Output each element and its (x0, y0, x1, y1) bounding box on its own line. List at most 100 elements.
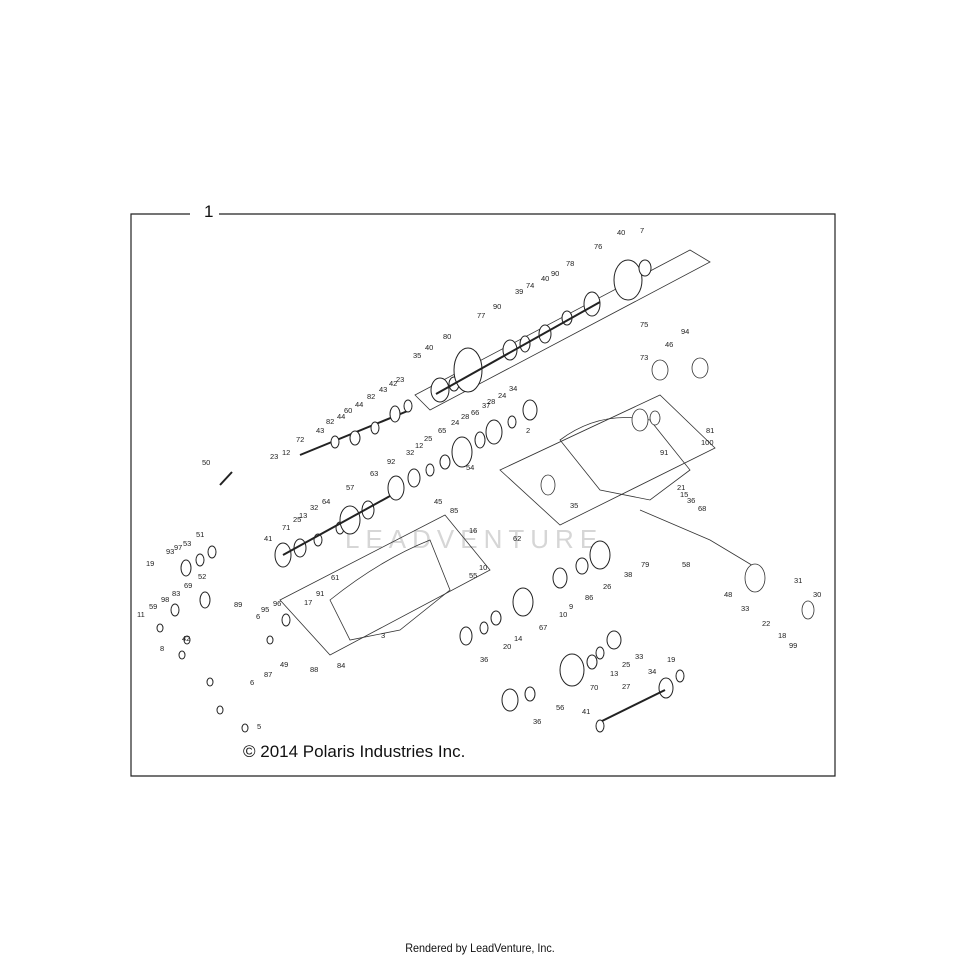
callout-label: 31 (794, 576, 802, 585)
callout-labels: 7 40 76 78 90 40 74 39 75 90 77 80 40 35… (137, 226, 821, 731)
callout-label: 52 (198, 572, 206, 581)
callout-label: 55 (469, 571, 477, 580)
callout-label: 36 (687, 496, 695, 505)
callout-label: 91 (316, 589, 324, 598)
callout-label: 15 (680, 490, 688, 499)
callout-label: 59 (149, 602, 157, 611)
callout-label: 34 (509, 384, 517, 393)
callout-label: 92 (387, 457, 395, 466)
callout-label: 12 (282, 448, 290, 457)
callout-label: 79 (641, 560, 649, 569)
callout-label: 90 (493, 302, 501, 311)
callout-label: 62 (513, 534, 521, 543)
callout-label: 85 (450, 506, 458, 515)
callout-label: 35 (570, 501, 578, 510)
callout-label: 46 (665, 340, 673, 349)
callout-label: 76 (594, 242, 602, 251)
callout-label: 44 (355, 400, 363, 409)
callout-label: 18 (778, 631, 786, 640)
callout-label: 58 (682, 560, 690, 569)
callout-label: 43 (379, 385, 387, 394)
callout-label: 16 (469, 526, 477, 535)
callout-label: 68 (698, 504, 706, 513)
callout-label: 94 (681, 327, 689, 336)
callout-label: 40 (425, 343, 433, 352)
callout-label: 41 (582, 707, 590, 716)
callout-label: 6 (256, 612, 260, 621)
callout-label: 38 (624, 570, 632, 579)
callout-label: 74 (526, 281, 534, 290)
callout-label: 25 (622, 660, 630, 669)
assembly-index-label: 1 (198, 202, 220, 222)
callout-label: 100 (701, 438, 714, 447)
callout-label: 20 (503, 642, 511, 651)
callout-label: 6 (250, 678, 254, 687)
footer-credit: Rendered by LeadVenture, Inc. (405, 941, 555, 955)
callout-label: 45 (434, 497, 442, 506)
callout-label: 65 (438, 426, 446, 435)
callout-label: 24 (451, 418, 459, 427)
callout-label: 89 (234, 600, 242, 609)
callout-label: 36 (480, 655, 488, 664)
callout-label: 80 (443, 332, 451, 341)
callout-label: 66 (471, 408, 479, 417)
callout-label: 40 (617, 228, 625, 237)
subassembly-outlines (279, 249, 716, 656)
callout-label: 95 (261, 605, 269, 614)
callout-label: 10 (479, 563, 487, 572)
callout-label: 24 (498, 391, 506, 400)
callout-label: 72 (296, 435, 304, 444)
callout-label: 30 (813, 590, 821, 599)
callout-label: 51 (196, 530, 204, 539)
callout-label: 32 (310, 503, 318, 512)
callout-label: 83 (172, 589, 180, 598)
callout-label: 73 (640, 353, 648, 362)
callout-label: 5 (257, 722, 261, 731)
callout-label: 61 (331, 573, 339, 582)
callout-label: 60 (344, 406, 352, 415)
callout-label: 56 (556, 703, 564, 712)
callout-label: 23 (396, 375, 404, 384)
callout-label: 13 (610, 669, 618, 678)
callout-label: 2 (526, 426, 530, 435)
callout-label: 70 (590, 683, 598, 692)
callout-label: 40 (541, 274, 549, 283)
callout-label: 87 (264, 670, 272, 679)
callout-label: 10 (559, 610, 567, 619)
callout-label: 57 (346, 483, 354, 492)
callout-label: 12 (415, 441, 423, 450)
callout-label: 11 (137, 610, 145, 619)
callout-label: 34 (648, 667, 656, 676)
callout-label: 84 (337, 661, 345, 670)
callout-label: 37 (482, 401, 490, 410)
callout-label: 28 (487, 397, 495, 406)
callout-label: 8 (160, 644, 164, 653)
diagram-frame (130, 213, 836, 777)
callout-label: 3 (381, 631, 385, 640)
callout-label: 44 (337, 412, 345, 421)
callout-label: 21 (677, 483, 685, 492)
upper-shaft-assembly (430, 259, 652, 403)
callout-label: 27 (622, 682, 630, 691)
callout-label: 53 (183, 539, 191, 548)
callout-label: 25 (424, 434, 432, 443)
callout-label: 23 (270, 452, 278, 461)
copyright-notice: © 2014 Polaris Industries Inc. (243, 742, 466, 761)
callout-label: 71 (282, 523, 290, 532)
callout-label: 33 (635, 652, 643, 661)
callout-label: 7 (640, 226, 644, 235)
callout-label: 19 (667, 655, 675, 664)
callout-label: 22 (762, 619, 770, 628)
callout-label: 41 (264, 534, 272, 543)
housing-assembly (329, 357, 815, 641)
callout-label: 39 (515, 287, 523, 296)
callout-label: 86 (585, 593, 593, 602)
callout-label: 49 (280, 660, 288, 669)
callout-label: 99 (789, 641, 797, 650)
callout-label: 54 (466, 463, 474, 472)
callout-label: 69 (184, 581, 192, 590)
callout-label: 98 (161, 595, 169, 604)
callout-label: 64 (322, 497, 330, 506)
callout-label: 36 (533, 717, 541, 726)
